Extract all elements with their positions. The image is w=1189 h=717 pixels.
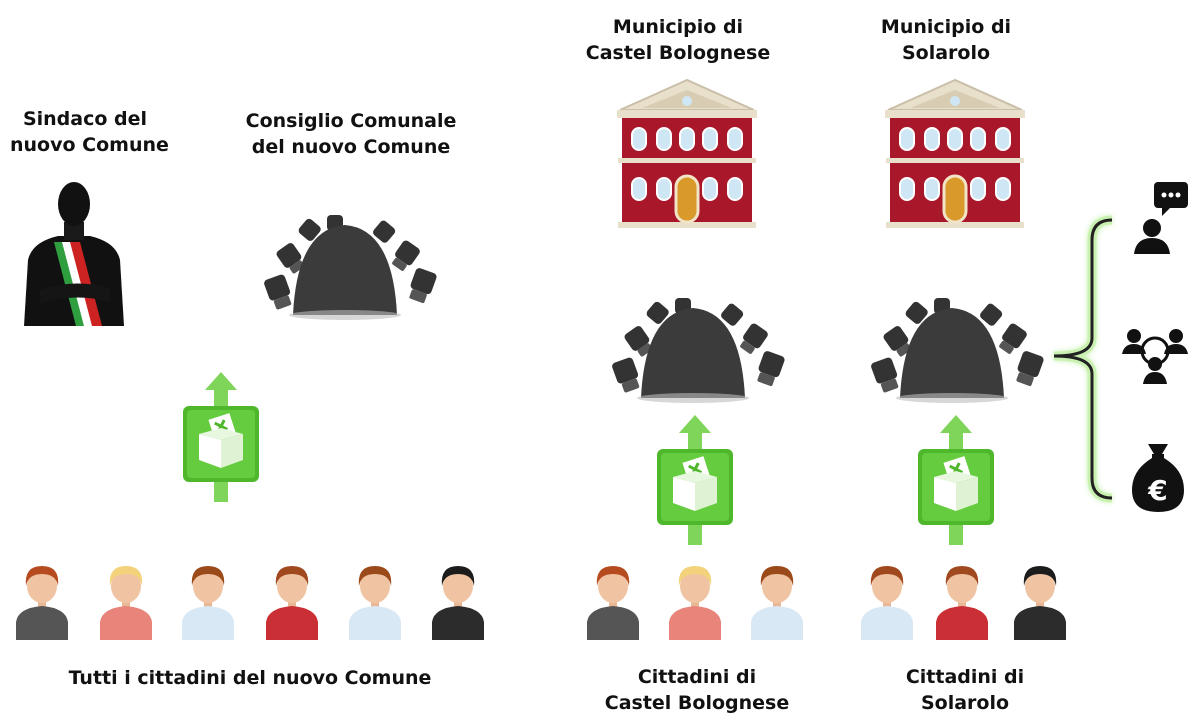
svg-text:€: €	[1147, 474, 1167, 507]
citizen-avatar-icon	[669, 566, 721, 640]
town-hall-castel-label: Municipio di Castel Bolognese	[585, 16, 771, 64]
citizen-avatar-icon	[751, 566, 803, 640]
citizen-avatar-icon	[936, 566, 988, 640]
bracket-connector	[1053, 215, 1113, 503]
group-meeting-icon	[1122, 329, 1188, 384]
council-label: Consiglio Comunale del nuovo Comune	[245, 110, 457, 158]
council-table-icon	[263, 215, 438, 320]
citizen-avatar-icon	[861, 566, 913, 640]
council-table-icon	[870, 298, 1045, 403]
all-citizens-label: Tutti i cittadini del nuovo Comune	[68, 667, 432, 689]
citizens-solarolo-label: Cittadini di Solarolo	[905, 666, 1025, 714]
citizen-avatar-icon	[100, 566, 152, 640]
town-hall-building-icon	[615, 78, 759, 228]
citizen-avatar-icon	[349, 566, 401, 640]
citizen-avatar-icon	[1014, 566, 1066, 640]
speaking-person-icon	[1134, 182, 1188, 254]
citizen-avatar-icon	[587, 566, 639, 640]
mayor-label: Sindaco del nuovo Comune	[10, 108, 169, 156]
euro-money-bag-icon: €	[1132, 444, 1184, 512]
council-table-icon	[611, 298, 786, 403]
town-hall-building-icon	[883, 78, 1027, 228]
citizen-avatar-icon	[16, 566, 68, 640]
citizens-castel-label: Cittadini di Castel Bolognese	[604, 666, 790, 714]
town-hall-solarolo-label: Municipio di Solarolo	[880, 16, 1012, 64]
citizen-avatar-icon	[266, 566, 318, 640]
ballot-box-vote-icon	[655, 415, 735, 545]
citizen-avatar-icon	[182, 566, 234, 640]
mayor-silhouette-icon	[24, 182, 124, 326]
citizen-avatar-icon	[432, 566, 484, 640]
ballot-box-vote-icon	[916, 415, 996, 545]
ballot-box-vote-icon	[181, 372, 261, 502]
